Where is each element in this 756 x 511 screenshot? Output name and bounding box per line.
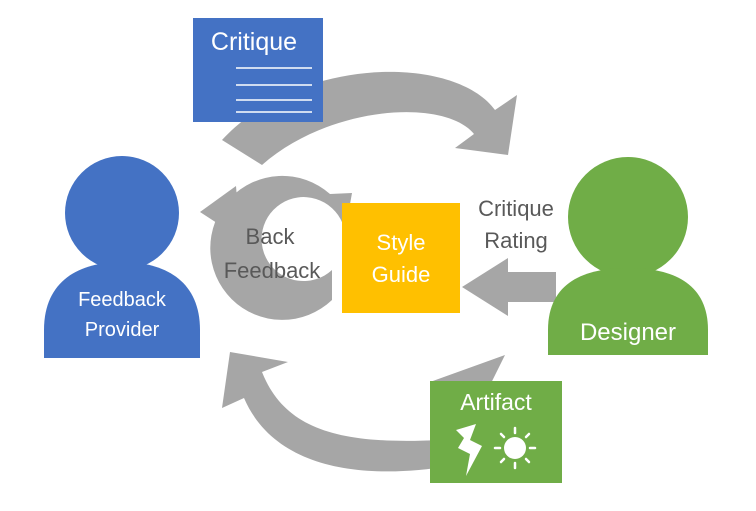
style-guide-label-line2: Guide [372, 262, 431, 287]
feedback-provider-body [44, 262, 200, 358]
designer-person [548, 157, 708, 355]
feedback-provider-label-line2: Provider [85, 319, 160, 341]
back-feedback-arrowhead [200, 186, 240, 238]
artifact-box [430, 381, 562, 483]
feedback-provider-head [65, 156, 179, 270]
critique-rating-label-line1: Critique [478, 196, 554, 221]
artifact-label: Artifact [460, 389, 532, 415]
back-feedback-label-line1: Back [246, 224, 296, 249]
critique-document-label: Critique [211, 28, 297, 56]
designer-head [568, 157, 688, 277]
back-feedback-circular-arrow [210, 175, 352, 320]
style-guide-box [342, 203, 460, 313]
feedback-provider-label-line1: Feedback [78, 289, 167, 311]
designer-label: Designer [580, 319, 676, 346]
rating-straight-arrow [462, 258, 556, 316]
style-guide-label-line1: Style [377, 230, 426, 255]
critique-rating-label-line2: Rating [484, 228, 548, 253]
lightning-icon [456, 424, 482, 476]
critique-document-box [193, 18, 323, 122]
sun-icon [493, 426, 537, 470]
feedback-provider-person [44, 156, 200, 358]
document-lines-icon [236, 67, 312, 113]
back-feedback-label-line2: Feedback [224, 258, 322, 283]
designer-body [548, 268, 708, 355]
